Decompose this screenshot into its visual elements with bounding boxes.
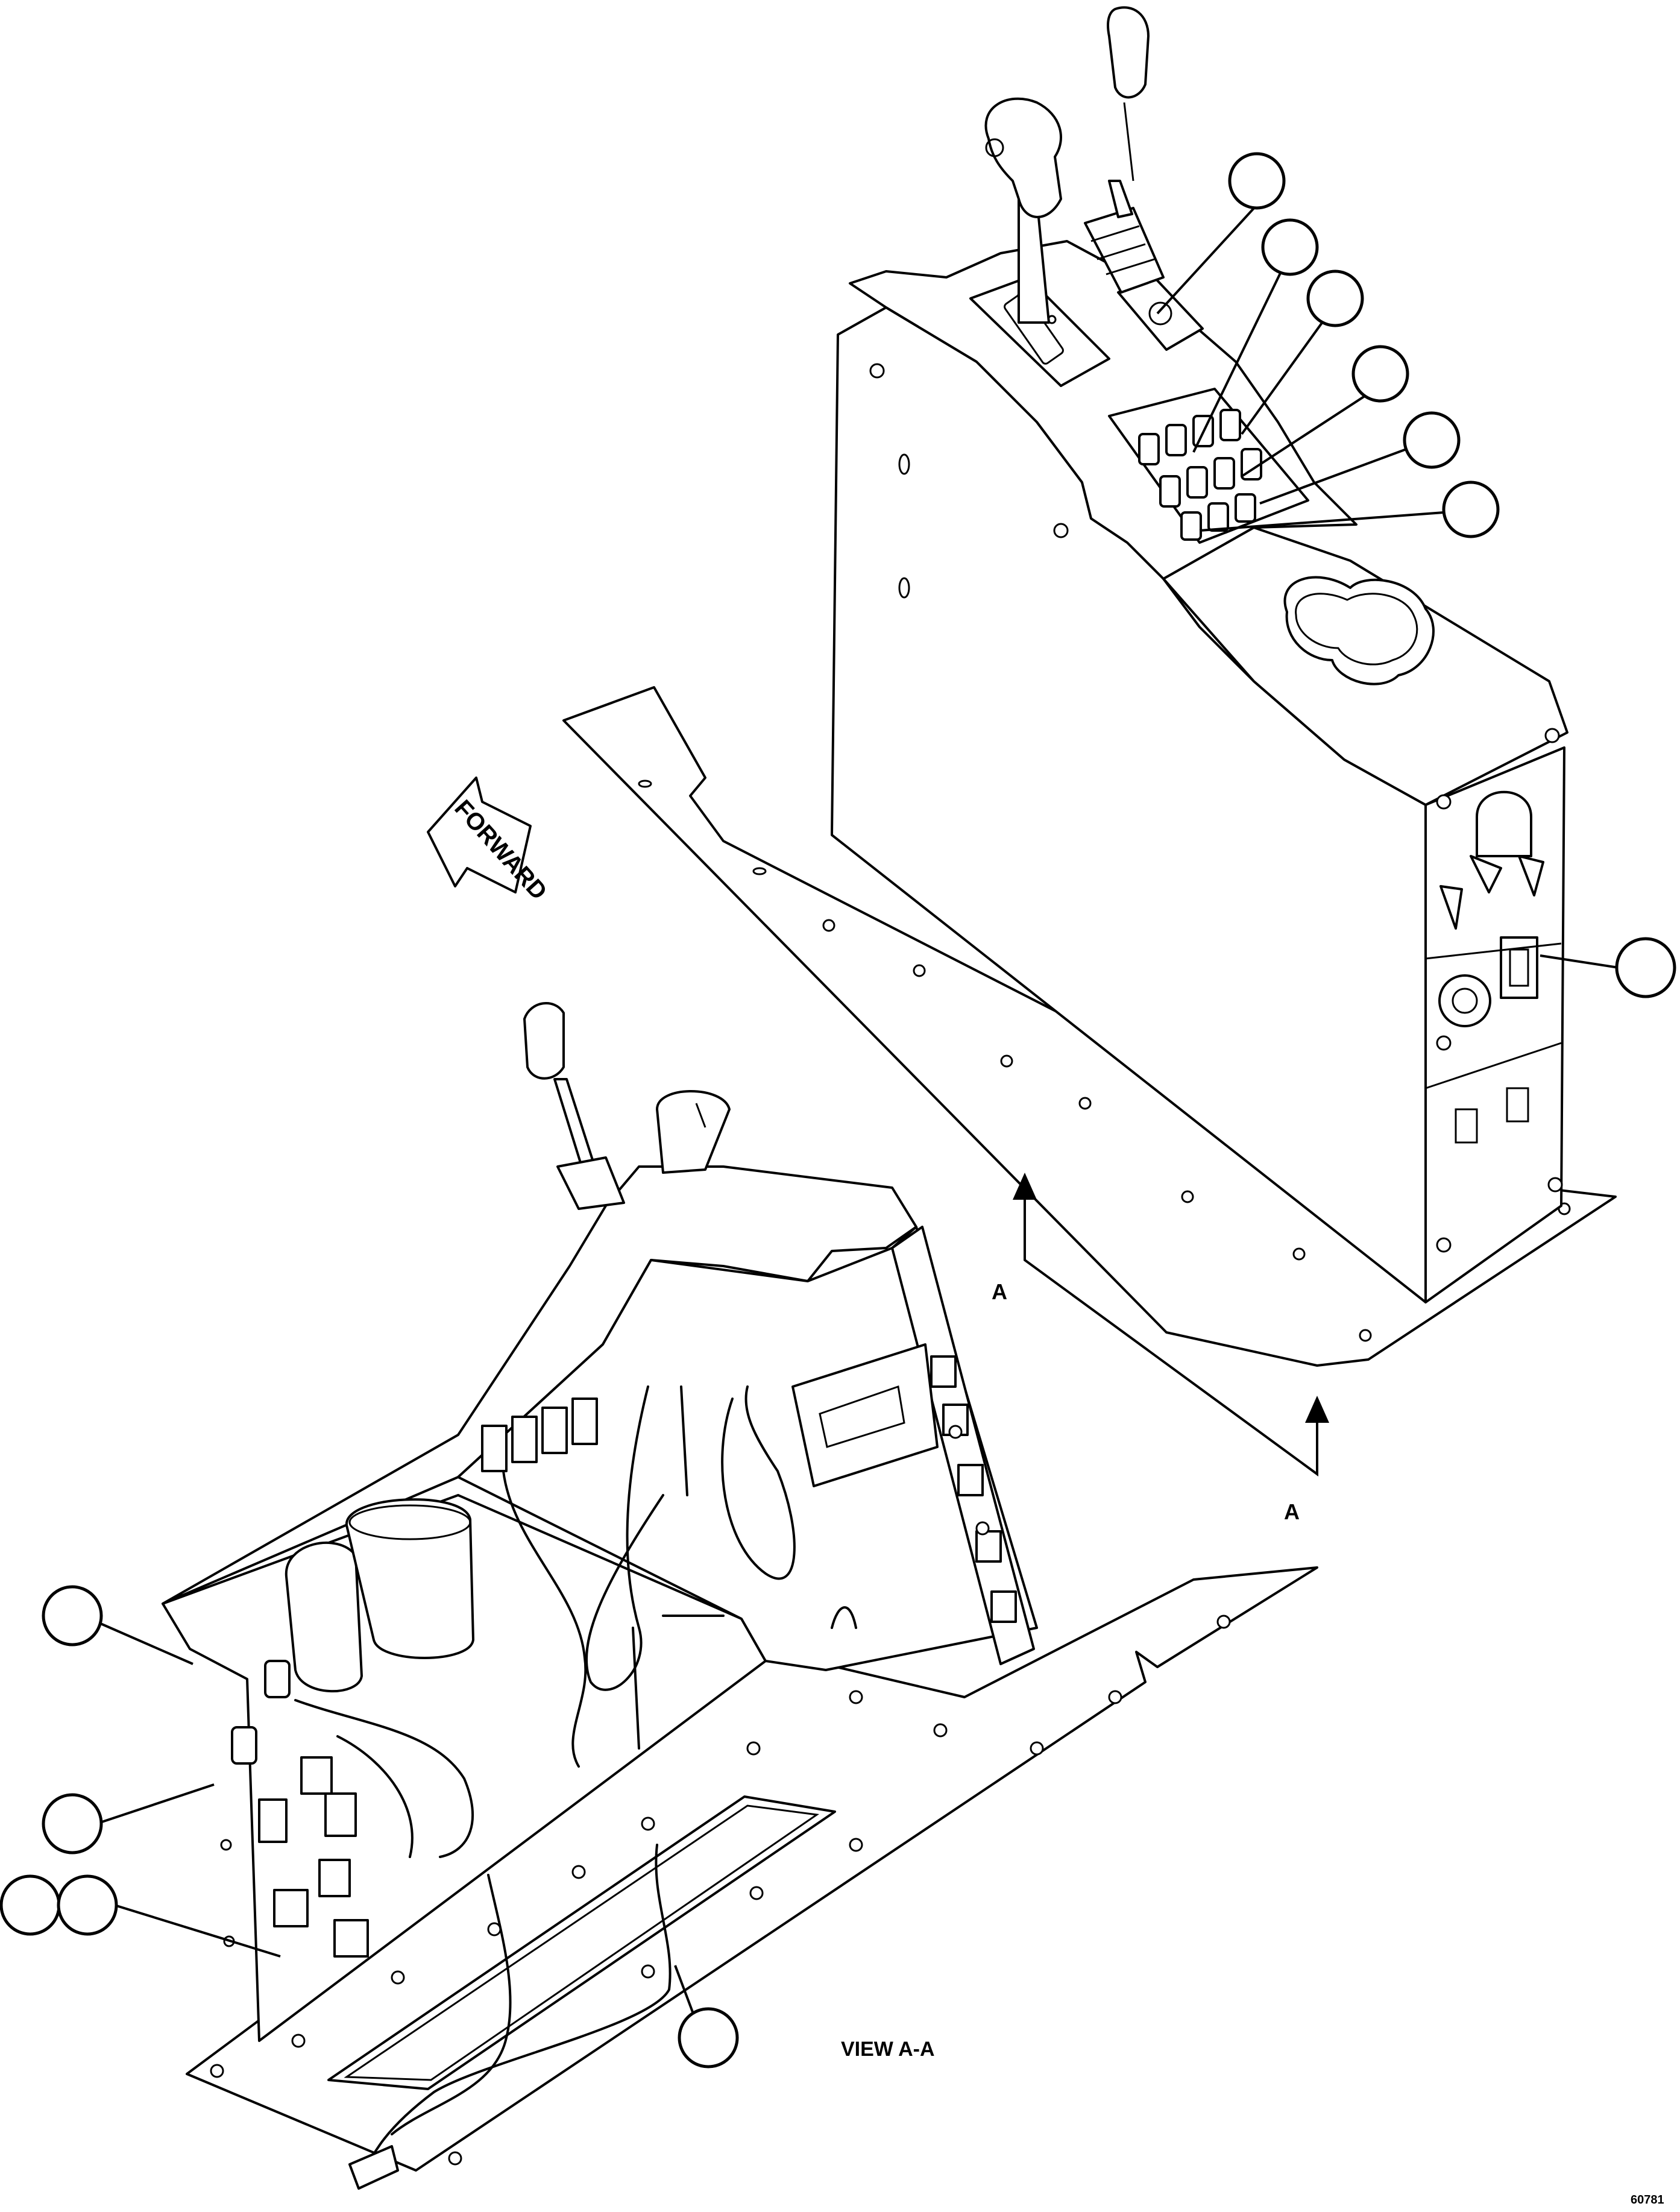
wiring-harness — [294, 1385, 857, 1858]
joystick-shaft — [1108, 180, 1133, 218]
callout-balloon — [1442, 481, 1500, 538]
pan-rivets — [210, 1615, 1231, 2166]
callout-balloon — [42, 1585, 103, 1646]
callout-balloon — [1403, 411, 1461, 469]
cupholder — [1283, 576, 1435, 685]
callout-balloon — [0, 1874, 61, 1936]
callout-balloon — [1306, 269, 1364, 327]
forward-arrow: FORWARD — [427, 777, 552, 905]
callout-balloon — [57, 1874, 118, 1936]
view-a-a-assembly — [162, 1002, 1318, 2190]
section-arrow-lower — [1305, 1396, 1329, 1423]
console-screws — [869, 363, 1563, 1253]
callout-balloon — [1228, 152, 1286, 210]
callout-balloon — [1351, 345, 1409, 403]
control-module — [791, 1343, 939, 1487]
tail-harness — [360, 1844, 672, 2178]
side-wall-connectors — [220, 1660, 369, 1958]
view-caption: VIEW A-A — [841, 2038, 935, 2061]
interior-panel — [457, 1226, 1038, 1671]
transmission-lever-handle — [984, 97, 1062, 218]
callout-balloon — [1261, 218, 1319, 276]
pan-slot — [327, 1795, 836, 2090]
rail-brackets — [930, 1355, 1017, 1623]
section-arrow-upper — [1013, 1173, 1037, 1200]
callout-balloon — [678, 2007, 739, 2069]
switch-bank-underside — [481, 1397, 598, 1472]
callout-balloons — [0, 152, 1676, 2069]
callout-balloon — [42, 1793, 103, 1854]
figure-number: 60781 — [1631, 2193, 1664, 2207]
console-assembly — [562, 6, 1617, 1367]
joystick-knob — [1107, 6, 1150, 99]
callout-balloon — [1615, 937, 1676, 998]
lower-levers — [523, 1002, 731, 1210]
end-face-controls — [1425, 790, 1562, 1144]
section-mark-lower: A — [1284, 1499, 1300, 1524]
cup-holders-inverted — [285, 1498, 474, 1692]
section-mark-upper: A — [992, 1279, 1007, 1304]
section-cut-line: A A — [992, 1173, 1329, 1524]
